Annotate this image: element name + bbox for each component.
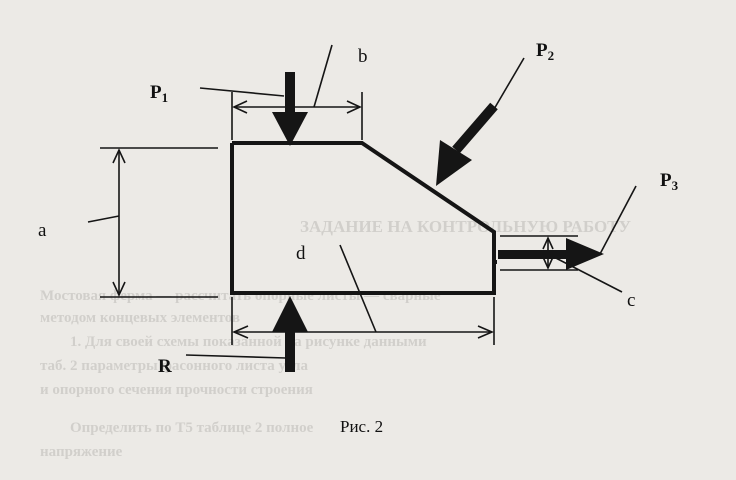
bleed-heading: ЗАДАНИЕ НА КОНТРОЛЬНУЮ РАБОТУ xyxy=(300,217,632,236)
reaction-r-arrow xyxy=(185,296,308,372)
label-p1: P1 xyxy=(150,82,168,105)
label-d: d xyxy=(296,243,306,264)
label-c: c xyxy=(627,290,635,311)
bleed-through-text: ЗАДАНИЕ НА КОНТРОЛЬНУЮ РАБОТУ Мостовая ф… xyxy=(40,217,632,460)
label-p3: P3 xyxy=(660,170,679,193)
label-p2-main: P xyxy=(536,40,548,61)
dimension-b xyxy=(231,44,363,140)
force-p3-arrow xyxy=(498,185,637,270)
label-p1-main: P xyxy=(150,82,162,103)
label-p3-main: P xyxy=(660,170,672,191)
label-b: b xyxy=(358,46,368,67)
label-p2-sub: 2 xyxy=(548,48,555,63)
figure-caption: Рис. 2 xyxy=(340,417,383,436)
force-p2-arrow xyxy=(436,57,525,186)
dimension-c xyxy=(500,235,623,293)
label-p2: P2 xyxy=(536,40,554,63)
bleed-line-5: и опорного сечения прочности строения xyxy=(40,382,313,398)
label-p1-sub: 1 xyxy=(162,90,169,105)
label-p3-sub: 3 xyxy=(672,178,679,193)
bleed-line-6: Определить по Т5 таблице 2 полное xyxy=(70,420,314,436)
bleed-line-3: 1. Для своей схемы показанной на рисунке… xyxy=(70,334,427,350)
bleed-line-1: Мостовая ферма — рассчитать опорные лист… xyxy=(40,288,441,304)
label-a: a xyxy=(38,220,47,241)
label-r: R xyxy=(158,356,172,377)
bleed-line-7: напряжение xyxy=(40,444,123,460)
bleed-line-4: таб. 2 параметры фасонного листа узла xyxy=(40,358,308,374)
force-p1-arrow xyxy=(199,72,308,146)
dimension-a xyxy=(87,147,218,298)
bleed-line-2: методом концевых элементов xyxy=(40,310,240,326)
